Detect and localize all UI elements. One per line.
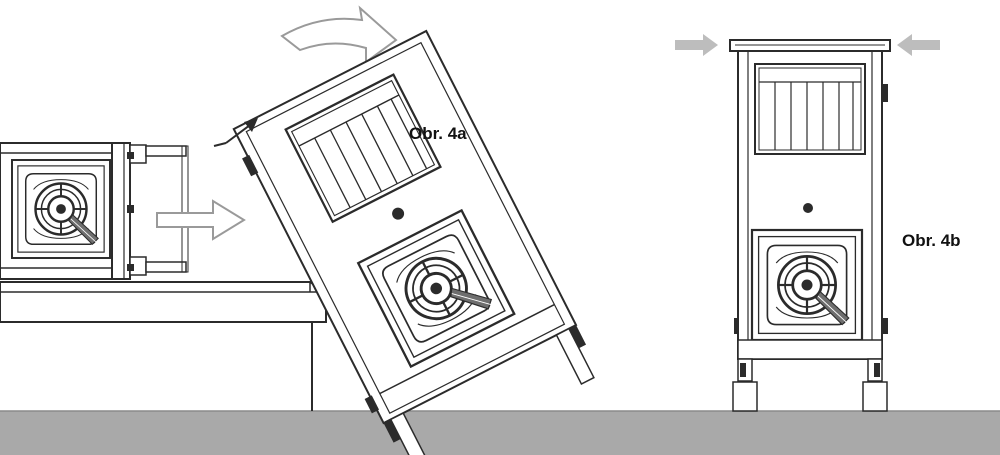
lift-arrow-icon — [213, 118, 258, 147]
floor — [0, 411, 1000, 455]
press-arrow-icon-left — [675, 34, 718, 56]
upright-unit — [729, 39, 891, 412]
caption-figure-b: Obr. 4b — [902, 231, 961, 250]
table — [0, 281, 327, 411]
tilted-unit — [232, 29, 595, 455]
unit-on-table — [0, 142, 189, 280]
press-arrow-icon-right — [897, 34, 940, 56]
push-arrow-icon — [156, 199, 246, 241]
caption-figure-a: Obr. 4a — [409, 124, 467, 143]
curved-rotate-arrow-icon — [280, 5, 398, 64]
